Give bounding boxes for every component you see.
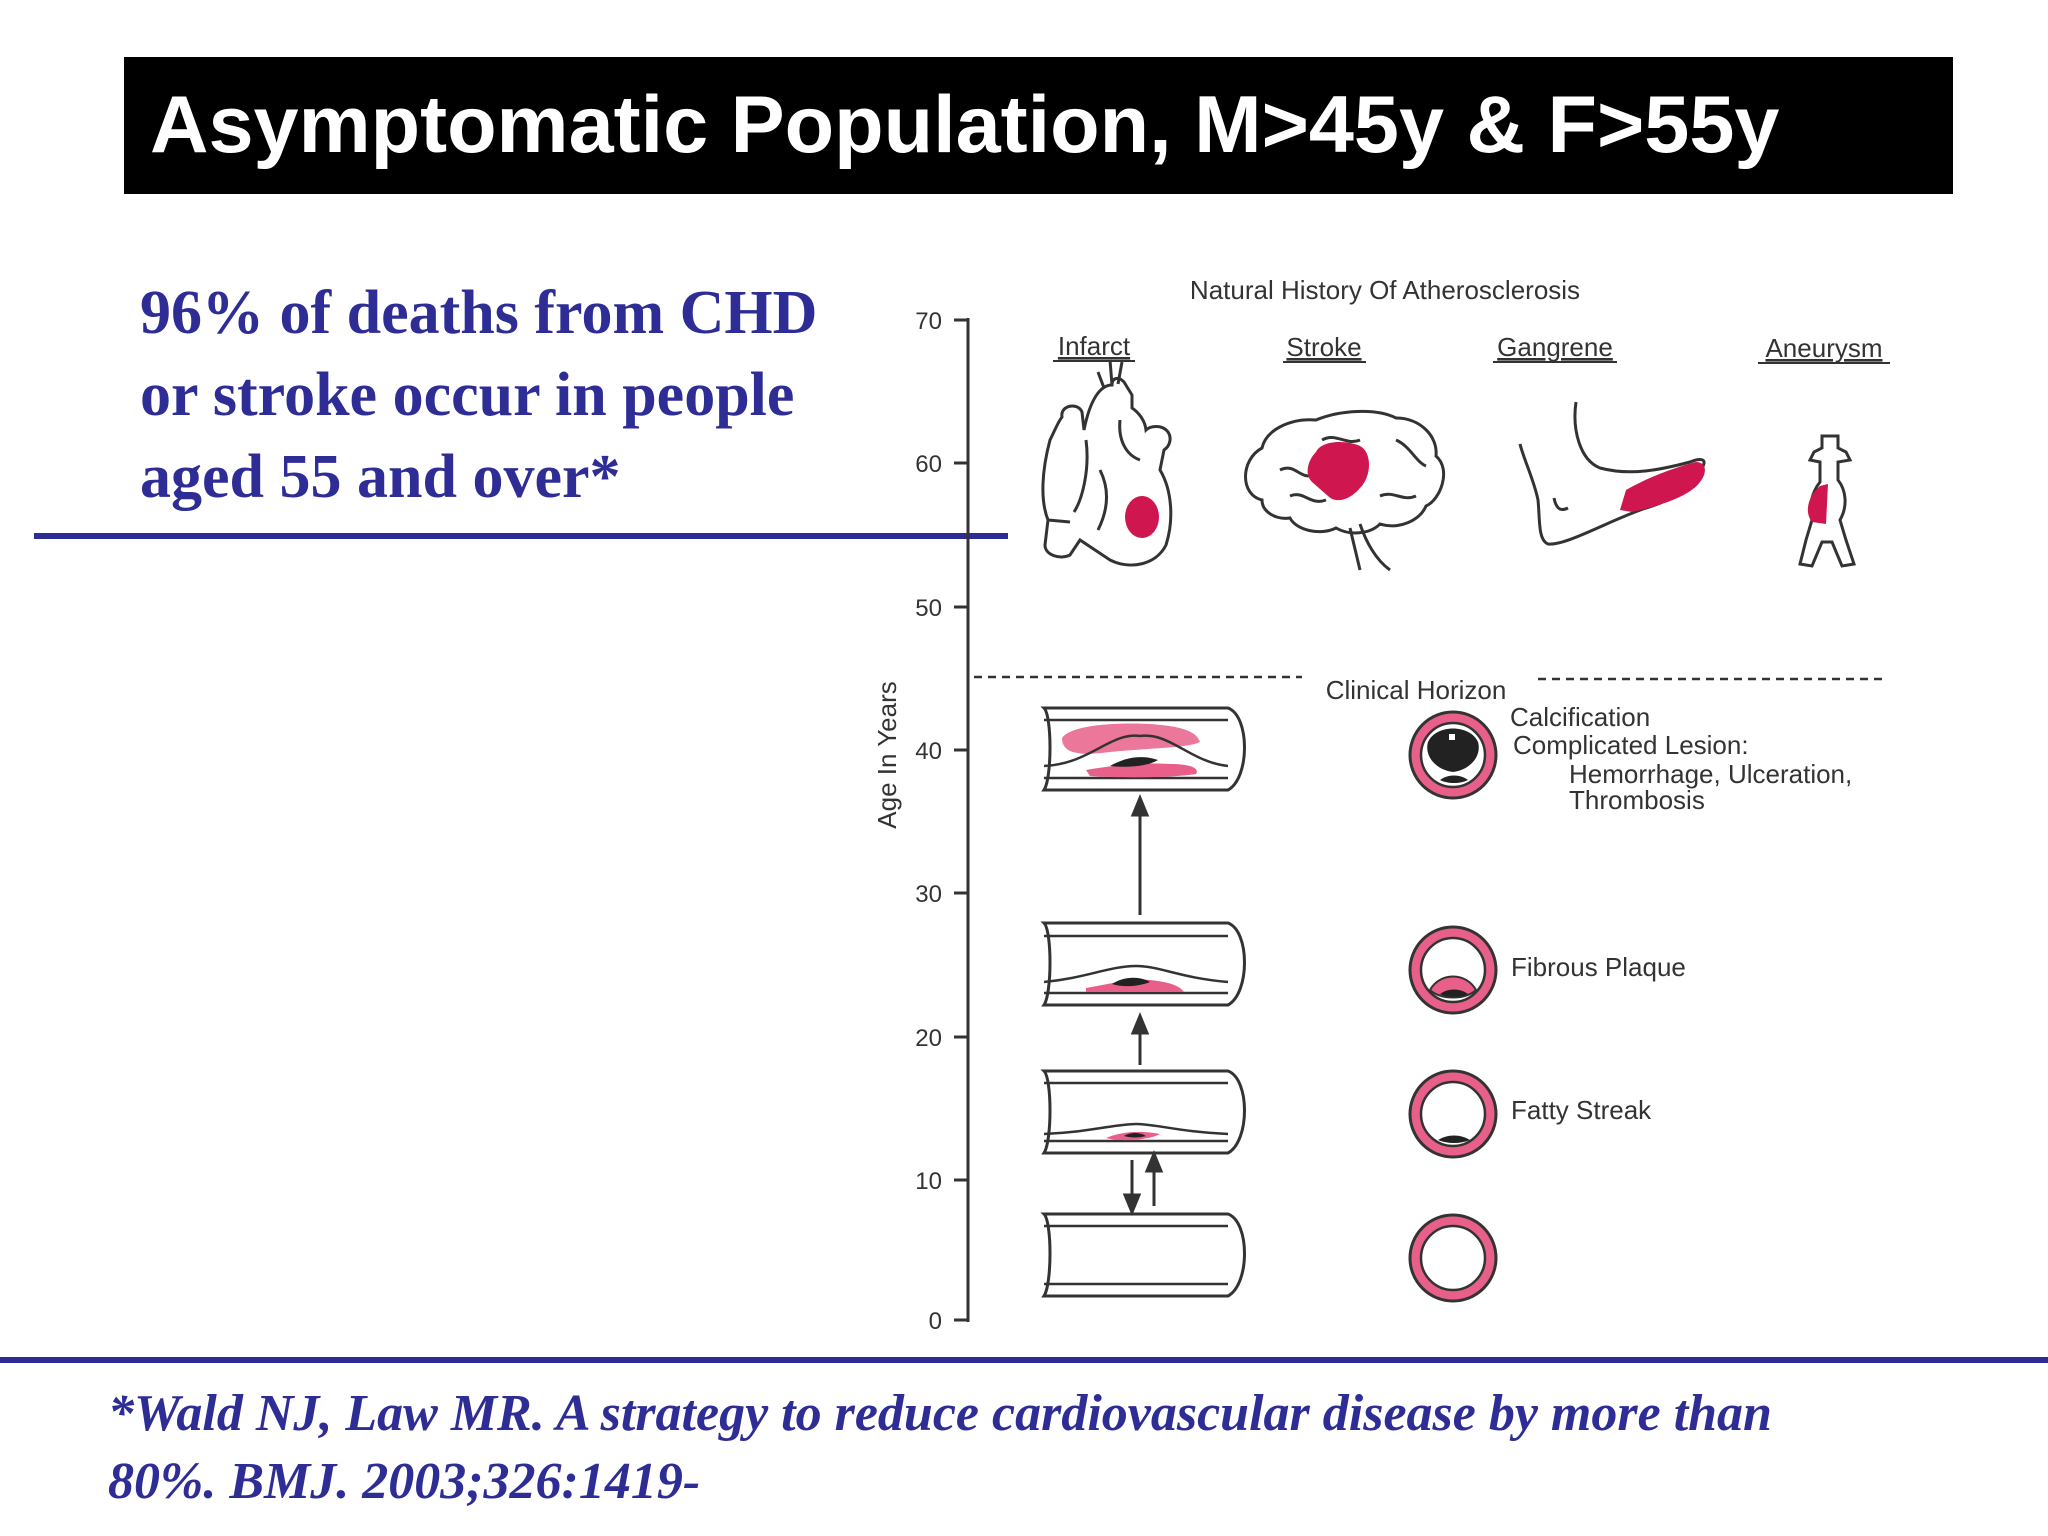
stage-label-calcification: Calcification [1510,702,1650,732]
outcome-label-infarct: Infarct [1058,331,1131,361]
gangrene-region [1620,462,1705,512]
stage-label-complicated-detail-2: Thrombosis [1569,785,1705,815]
vessel-complicated-lesion [1040,706,1246,792]
infarct-region [1125,496,1159,538]
tick-label-60: 60 [915,451,942,478]
diagram-title: Natural History Of Atherosclerosis [1190,275,1580,305]
footer-divider-line [0,1357,2048,1363]
aneurysm-region [1807,484,1828,524]
clinical-horizon-label: Clinical Horizon [1326,675,1507,705]
cross-section-fatty [1408,1069,1498,1159]
stage-label-fibrous: Fibrous Plaque [1511,952,1686,982]
outcome-label-gangrene: Gangrene [1497,332,1613,362]
age-55-divider-line [34,533,1008,539]
stage-label-complicated-detail-1: Hemorrhage, Ulceration, [1569,759,1852,789]
reference-citation: *Wald NJ, Law MR. A strategy to reduce c… [108,1380,2008,1516]
outcome-label-stroke: Stroke [1286,332,1361,362]
age-axis: 70 60 50 40 30 20 10 0 Age In Years [872,308,970,1335]
vessel-fibrous-plaque [1040,921,1246,1007]
stage-label-complicated: Complicated Lesion: [1513,730,1749,760]
reference-line-1: *Wald NJ, Law MR. A strategy to reduce c… [108,1385,1772,1442]
claim-line-1: 96% of deaths from CHD [140,279,818,347]
tick-label-50: 50 [915,595,942,622]
slide-title: Asymptomatic Population, M>45y & F>55y [150,80,1780,170]
stage-label-fatty: Fatty Streak [1511,1095,1652,1125]
tick-label-10: 10 [915,1168,942,1195]
claim-line-3: aged 55 and over* [140,443,621,511]
tick-label-40: 40 [915,738,942,765]
brain-illustration [1244,410,1446,572]
reference-line-2: 80%. BMJ. 2003;326:1419- [108,1453,701,1510]
claim-text: 96% of deaths from CHD or stroke occur i… [140,272,940,518]
cross-section-complicated [1408,710,1498,800]
tick-label-70: 70 [915,308,942,335]
vessel-normal [1040,1212,1246,1298]
tick-label-30: 30 [915,881,942,908]
axis-label: Age In Years [872,681,902,828]
progression-arrows [1122,794,1164,1216]
stroke-region [1307,442,1369,501]
heart-illustration [1041,359,1173,567]
tick-label-20: 20 [915,1025,942,1052]
vessel-fatty-streak [1040,1069,1246,1155]
title-bar: Asymptomatic Population, M>45y & F>55y [124,57,1953,194]
outcome-label-aneurysm: Aneurysm [1765,333,1882,363]
cross-section-normal [1408,1213,1498,1303]
tick-label-0: 0 [929,1308,942,1335]
aorta-illustration [1798,434,1856,568]
claim-line-2: or stroke occur in people [140,361,795,429]
cross-section-fibrous [1408,925,1498,1015]
